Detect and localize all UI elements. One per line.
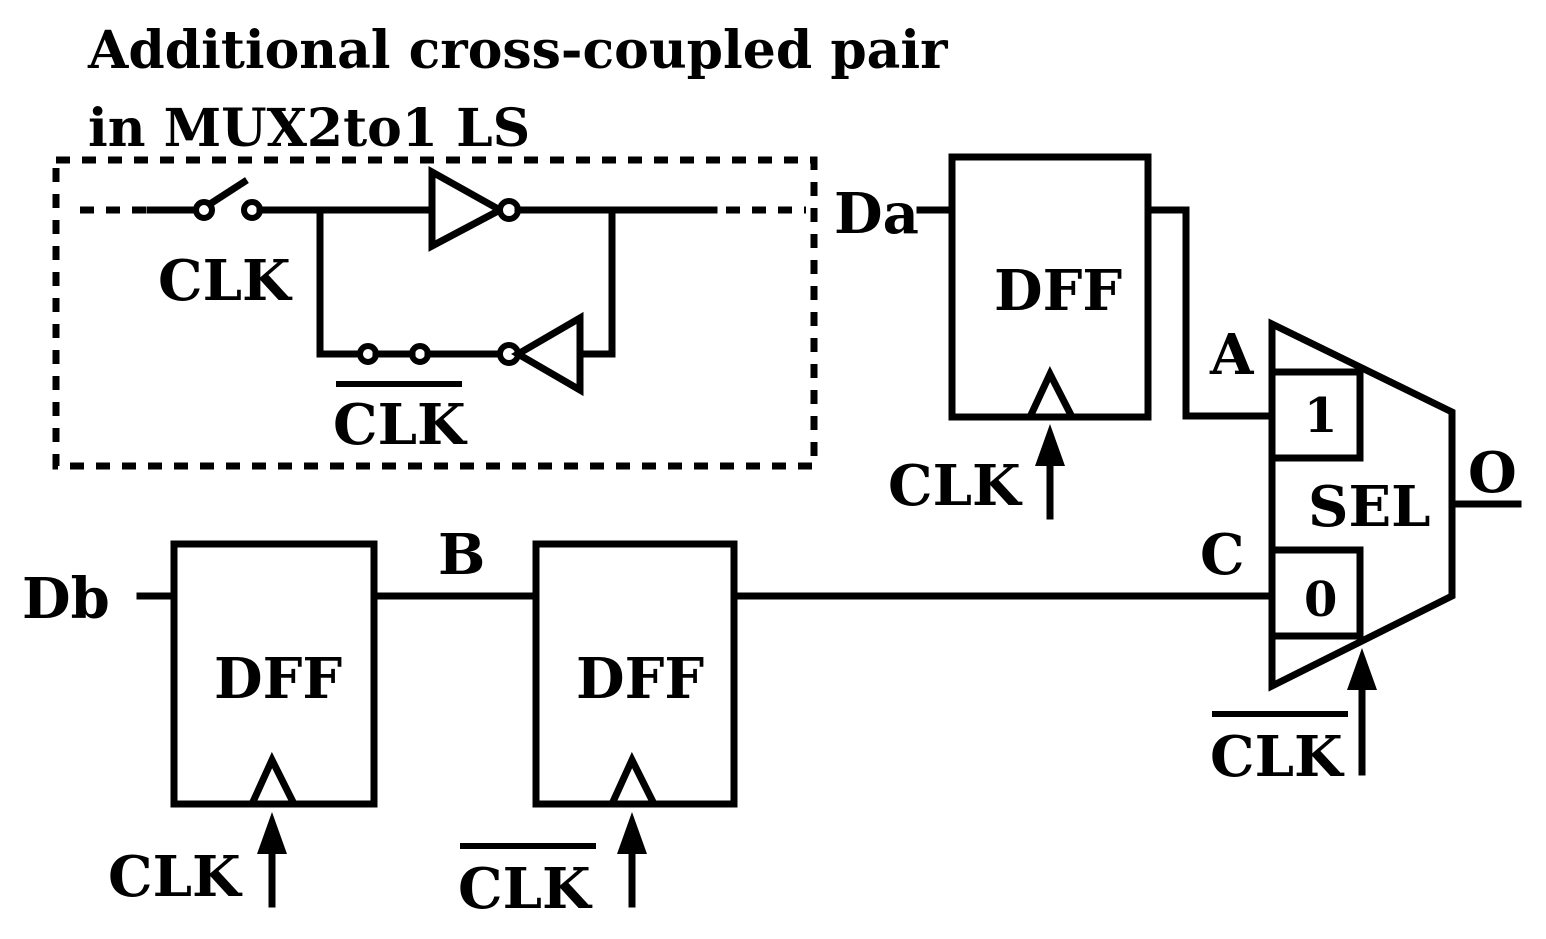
clkbar-switch-bottom bbox=[357, 343, 431, 365]
clk-arrow-mux-icon bbox=[1347, 648, 1377, 690]
node-c-label: C bbox=[1200, 522, 1245, 588]
dff-bottom-left bbox=[170, 540, 378, 808]
clkbar-label-mux: CLK bbox=[1210, 724, 1345, 790]
clock-triangle-top-icon bbox=[1026, 366, 1076, 419]
inverter-backward-icon bbox=[497, 311, 584, 397]
dff-bottom-mid-label: DFF bbox=[576, 646, 704, 712]
dff-bottom-mid bbox=[532, 540, 738, 808]
mux-input-1-label: 1 bbox=[1304, 388, 1337, 444]
clk-arrow-left-icon bbox=[257, 812, 287, 854]
dff-top bbox=[948, 153, 1152, 421]
mux-input-0-label: 0 bbox=[1304, 572, 1337, 628]
diagram-title-line2: in MUX2to1 LS bbox=[88, 98, 530, 159]
clock-triangle-mid-icon bbox=[608, 751, 658, 806]
clock-triangle-left-icon bbox=[248, 751, 298, 806]
wire-a bbox=[1144, 206, 1276, 420]
cross-coupled-pair bbox=[80, 166, 806, 397]
node-b-label: B bbox=[438, 522, 485, 588]
cross-coupled-pair-box bbox=[52, 156, 818, 470]
clk-label-dff-top: CLK bbox=[888, 453, 1023, 519]
clk-arrow-top-icon bbox=[1035, 424, 1065, 466]
db-label: Db bbox=[22, 566, 110, 632]
inverter-forward-icon bbox=[428, 166, 521, 252]
clkbar-label-dff-mid: CLK bbox=[458, 856, 593, 922]
dff-bottom-left-label: DFF bbox=[214, 646, 342, 712]
dff-top-label: DFF bbox=[994, 258, 1122, 324]
diagram-title-line1: Additional cross-coupled pair bbox=[87, 20, 948, 81]
clkbar-label-switch-bottom: CLK bbox=[333, 392, 468, 458]
clk-label-switch-top: CLK bbox=[158, 248, 293, 314]
da-label: Da bbox=[834, 181, 919, 247]
clk-arrow-mid-icon bbox=[617, 812, 647, 854]
mux-sel-label: SEL bbox=[1308, 474, 1431, 540]
node-a-label: A bbox=[1209, 322, 1255, 388]
clk-switch-top bbox=[193, 177, 263, 221]
mux-input-1-box bbox=[1268, 368, 1364, 462]
clk-label-dff-left: CLK bbox=[108, 844, 243, 910]
output-o-label: O bbox=[1468, 440, 1517, 506]
